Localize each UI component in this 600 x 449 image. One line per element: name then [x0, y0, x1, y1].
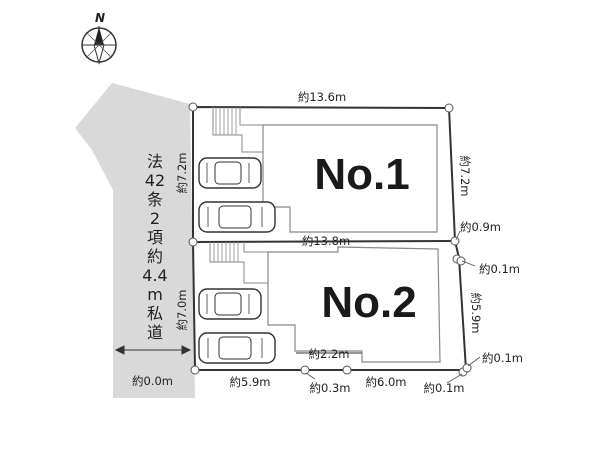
dim-right-offset-c: 約0.1m: [482, 351, 523, 365]
road-label-char: 項: [147, 228, 163, 247]
road-label-char: 2: [150, 209, 160, 228]
road-label-char: 私: [147, 304, 163, 323]
dim-bottom-left: 約0.0m: [132, 374, 173, 388]
dim-bottom-a: 約5.9m: [230, 375, 271, 389]
car-icon: [198, 332, 276, 364]
dim-lot1-left: 約7.2m: [175, 153, 189, 194]
car-icon: [198, 157, 262, 189]
dim-right-offset-b: 約0.1m: [479, 262, 520, 276]
dim-bottom-d: 約0.1m: [424, 381, 465, 395]
lot1-stairs: [215, 107, 237, 135]
lot1-driveway: [212, 107, 264, 190]
dim-lot2-right: 約5.9m: [469, 293, 483, 334]
road-width-arrow: [114, 345, 192, 355]
road-label-char: 道: [147, 323, 163, 342]
private-road: [75, 83, 195, 398]
lot2-label: No.2: [321, 278, 416, 327]
dim-middle: 約13.8m: [302, 234, 350, 248]
road-label-char: m: [147, 285, 163, 304]
road-label-char: 約: [147, 247, 163, 266]
lot-divider: [192, 240, 456, 243]
north-label: N: [95, 11, 105, 25]
leader-lines: [305, 230, 481, 384]
road-label-char: 条: [147, 190, 163, 209]
dim-bottom-c: 約6.0m: [366, 375, 407, 389]
dim-lot1-right: 約7.2m: [458, 156, 472, 197]
north-arrow-icon: [81, 26, 117, 65]
car-icon: [198, 288, 262, 320]
dim-right-offset-a: 約0.9m: [460, 220, 501, 234]
lot1-label: No.1: [314, 150, 409, 199]
car-icon: [198, 201, 276, 233]
boundary-markers: [188, 102, 472, 377]
lot2-stairs: [213, 242, 239, 262]
road-label-char: 4.4: [142, 266, 167, 285]
dim-lot2-left: 約7.0m: [175, 290, 189, 331]
lot2-driveway: [209, 242, 268, 284]
road-label-char: 法: [147, 152, 163, 171]
lot-boundary: [192, 106, 468, 371]
lot1-stair-edge: [239, 107, 263, 126]
dim-inner: 約2.2m: [309, 347, 350, 361]
dim-top: 約13.6m: [298, 90, 346, 104]
road-label-char: 42: [145, 171, 165, 190]
dim-bottom-b: 約0.3m: [310, 381, 351, 395]
lot2-stair-edge: [243, 242, 268, 253]
